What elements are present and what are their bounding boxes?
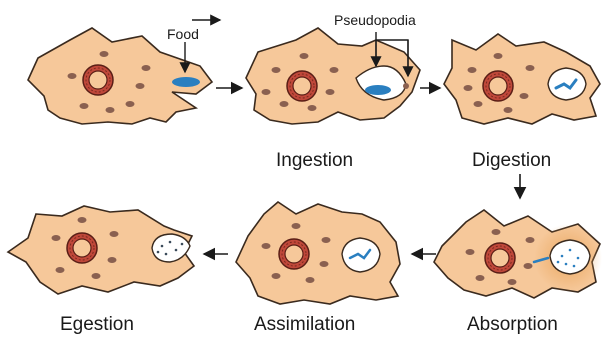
food-callout-label: Food xyxy=(167,26,199,42)
stage-label-digestion: Digestion xyxy=(472,150,551,172)
stage-label-egestion: Egestion xyxy=(60,314,134,336)
stage-label-absorption: Absorption xyxy=(467,314,558,336)
amoeba-cell-ingestion xyxy=(246,28,420,124)
food-particle xyxy=(365,85,391,95)
pseudopodia-callout-label: Pseudopodia xyxy=(334,12,416,28)
amoeba-cell-digestion xyxy=(444,34,600,124)
stage-label-ingestion: Ingestion xyxy=(276,150,353,172)
amoeba-cell-absorption xyxy=(434,210,602,298)
amoeba-cell-egestion xyxy=(8,206,194,294)
food-particle xyxy=(172,77,200,87)
stage-label-assimilation: Assimilation xyxy=(254,314,355,336)
amoeba-cell-assimilation xyxy=(236,202,400,304)
food-vacuole xyxy=(548,68,586,100)
food-vacuole xyxy=(550,240,590,274)
